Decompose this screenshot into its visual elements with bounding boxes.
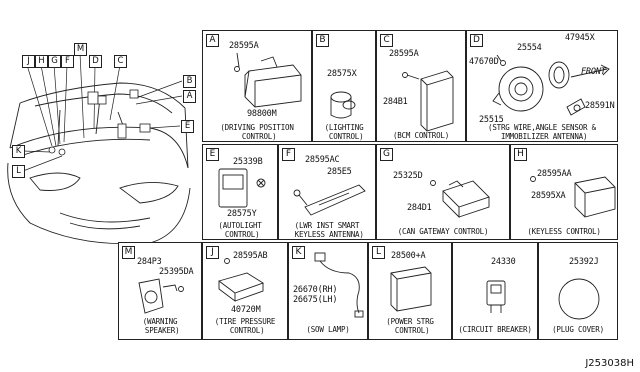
car-label-a: A	[183, 90, 196, 103]
car-label-e: E	[181, 120, 194, 133]
cell-letter: F	[282, 148, 295, 161]
part-number: 28595A	[389, 49, 419, 59]
part-number: 25392J	[569, 257, 599, 267]
plug-cover-drawing	[558, 278, 600, 320]
steering-sensor-drawing	[492, 54, 610, 116]
warning-speaker-drawing	[138, 278, 184, 314]
part-number: 28575X	[327, 69, 357, 79]
bcm-module-drawing	[402, 70, 454, 132]
cell-caption: (PLUG COVER)	[552, 325, 604, 334]
diagram-code: J253038H	[585, 358, 634, 369]
lighting-sensor-drawing	[330, 91, 356, 119]
cell-l-power-strg: L 28500+A (POWER STRG CONTROL)	[368, 242, 452, 340]
part-number: 25515	[479, 115, 504, 125]
cell-e-autolight: E 25339B 28575Y (AUTOLIGHT CONTROL)	[202, 144, 278, 240]
cell-caption: (CIRCUIT BREAKER)	[458, 325, 532, 334]
cell-letter: M	[122, 246, 135, 259]
car-label-l: L	[12, 165, 25, 178]
part-number: 40720M	[231, 305, 261, 315]
car-label-d: D	[89, 55, 102, 68]
car-label-h: H	[35, 55, 48, 68]
cell-b-lighting: B 28575X (LIGHTING CONTROL)	[312, 30, 376, 142]
part-number: 26670(RH)	[293, 285, 338, 295]
cell-caption: (LIGHTING CONTROL)	[324, 123, 364, 141]
autolight-unit-drawing	[218, 168, 266, 208]
part-number: 28595AB	[233, 251, 268, 261]
car-label-m: M	[74, 43, 87, 56]
part-number: 28595AA	[537, 169, 572, 179]
cell-caption: (DRIVING POSITION CONTROL)	[220, 123, 294, 141]
cell-h-keyless-control: H 28595AA 28595XA (KEYLESS CONTROL)	[510, 144, 618, 240]
cell-caption: (CAN GATEWAY CONTROL)	[397, 227, 489, 236]
car-label-j: J	[22, 55, 35, 68]
keyless-control-drawing	[530, 176, 616, 218]
part-number: 47945X	[565, 33, 595, 43]
cell-caption: (TIRE PRESSURE CONTROL)	[214, 317, 276, 335]
cell-m-warning-speaker: M 284P3 25395DA (WARNING SPEAKER)	[118, 242, 202, 340]
cell-f-keyless-antenna: F 28595AC 285E5 (LWR INST SMART KEYLESS …	[278, 144, 376, 240]
part-number: 284P3	[137, 257, 162, 267]
part-number: 25395DA	[159, 267, 194, 277]
keyless-antenna-drawing	[293, 184, 366, 216]
part-number: 98800M	[247, 109, 277, 119]
cell-caption: (BCM CONTROL)	[392, 131, 450, 140]
cell-caption: (POWER STRG CONTROL)	[386, 317, 434, 335]
cell-letter: G	[380, 148, 393, 161]
car-label-b: B	[183, 75, 196, 88]
part-number: 25339B	[233, 157, 263, 167]
car-overview: J H G F M D C B A E K L	[0, 28, 200, 258]
tire-pressure-module-drawing	[218, 258, 265, 302]
part-number: 26675(LH)	[293, 295, 338, 305]
can-gateway-drawing	[430, 180, 490, 219]
cell-k-sow-lamp: K 26670(RH) 26675(LH) (SOW LAMP)	[288, 242, 368, 340]
cell-d-steering-wire: D 25554 47945X 47670D 25515 28591N FRONT…	[466, 30, 618, 142]
part-number: 25325D	[393, 171, 423, 181]
cell-letter: B	[316, 34, 329, 47]
cell-letter: H	[514, 148, 527, 161]
part-number: 284B1	[383, 97, 408, 107]
cell-a-driving-position: A 28595A 98800M (DRIVING POSITION CONTRO…	[202, 30, 312, 142]
part-number: 28591N	[585, 101, 615, 111]
cell-letter: C	[380, 34, 393, 47]
driving-position-module-drawing	[234, 52, 302, 108]
circuit-breaker-drawing	[486, 280, 506, 313]
cell-letter: D	[470, 34, 483, 47]
cell-caption: (STRG WIRE,ANGLE SENSOR & IMMOBILIZER AN…	[488, 123, 596, 141]
cell-j-tire-pressure: J 28595AB 40720M (TIRE PRESSURE CONTROL)	[202, 242, 288, 340]
power-strg-module-drawing	[390, 266, 432, 312]
cell-caption: (WARNING SPEAKER)	[142, 317, 180, 335]
cell-caption: (LWR INST SMART KEYLESS ANTENNA)	[294, 221, 364, 239]
car-outline-drawing	[7, 52, 191, 245]
part-number: 24330	[491, 257, 516, 267]
cell-letter: L	[372, 246, 385, 259]
cell-caption: (KEYLESS CONTROL)	[527, 227, 601, 236]
part-number: 28500+A	[391, 251, 426, 261]
cell-caption: (SOW LAMP)	[306, 325, 350, 334]
cell-caption: (AUTOLIGHT CONTROL)	[218, 221, 262, 239]
part-number: 28575Y	[227, 209, 257, 219]
cell-circuit-breaker: 24330 (CIRCUIT BREAKER)	[452, 242, 538, 340]
cell-letter: K	[292, 246, 305, 259]
part-number: 284D1	[407, 203, 432, 213]
cell-letter: A	[206, 34, 219, 47]
car-label-k: K	[12, 145, 25, 158]
part-number: 28595A	[229, 41, 259, 51]
part-number: 47670D	[469, 57, 499, 67]
cell-c-bcm: C 28595A 284B1 (BCM CONTROL)	[376, 30, 466, 142]
cell-plug-cover: 25392J (PLUG COVER)	[538, 242, 618, 340]
car-label-f: F	[61, 55, 74, 68]
part-number: 28595AC	[305, 155, 340, 165]
cell-g-can-gateway: G 25325D 284D1 (CAN GATEWAY CONTROL)	[376, 144, 510, 240]
part-number: 285E5	[327, 167, 352, 177]
cell-letter: E	[206, 148, 219, 161]
part-number: 25554	[517, 43, 542, 53]
part-number: 28595XA	[531, 191, 566, 201]
car-label-c: C	[114, 55, 127, 68]
car-label-g: G	[48, 55, 61, 68]
cell-letter: J	[206, 246, 219, 259]
sow-lamp-drawing	[314, 252, 364, 318]
